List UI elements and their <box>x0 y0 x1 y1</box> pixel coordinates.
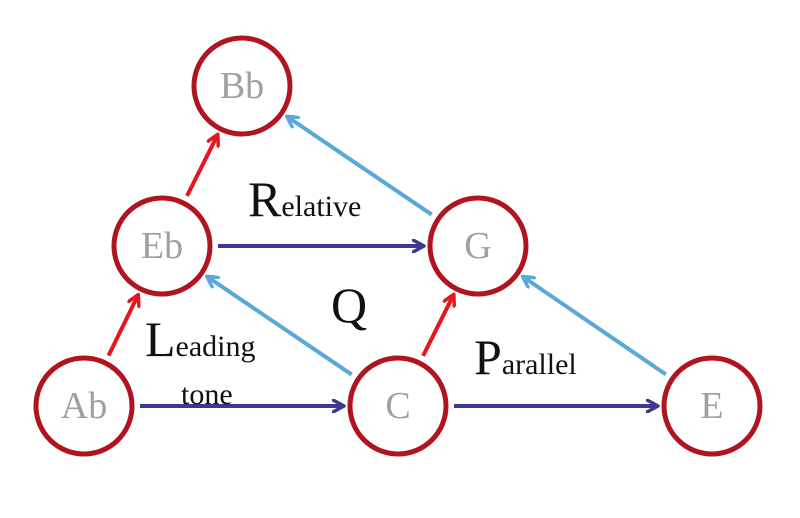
node-eb: Eb <box>111 195 213 297</box>
node-bb: Bb <box>191 35 293 137</box>
arrow-ab-to-eb <box>106 295 139 357</box>
node-g: G <box>427 195 529 297</box>
edges-layer <box>106 116 667 406</box>
relative-initial: R <box>248 171 282 227</box>
node-circle <box>347 355 449 457</box>
relative-label: Relative <box>248 171 361 227</box>
parallel-label: Parallel <box>474 329 577 385</box>
leading-initial: L <box>145 311 176 367</box>
q-label: Q <box>331 277 367 333</box>
node-label: C <box>385 385 410 427</box>
relative-rest: elative <box>281 190 361 223</box>
node-label: Ab <box>61 385 107 427</box>
node-label: Bb <box>220 65 264 107</box>
arrow-eb-to-bb <box>185 134 218 197</box>
arrow-g-to-bb <box>287 116 433 217</box>
node-label: Eb <box>141 225 183 267</box>
node-circle <box>661 355 763 457</box>
tone-label: tone <box>181 378 233 411</box>
node-circle <box>111 195 213 297</box>
arrow-c-to-eb <box>207 276 353 377</box>
node-label: E <box>700 385 723 427</box>
arrow-c-to-g <box>421 294 454 357</box>
arrow-e-to-g <box>523 276 667 377</box>
parallel-initial: P <box>474 329 502 385</box>
parallel-rest: arallel <box>502 348 577 381</box>
node-e: E <box>661 355 763 457</box>
node-ab: Ab <box>33 355 135 457</box>
node-circle <box>427 195 529 297</box>
node-c: C <box>347 355 449 457</box>
node-circle <box>191 35 293 137</box>
leading-rest: eading <box>176 330 256 363</box>
node-label: G <box>464 225 491 267</box>
node-circle <box>33 355 135 457</box>
leading-label: Leading <box>145 311 256 367</box>
